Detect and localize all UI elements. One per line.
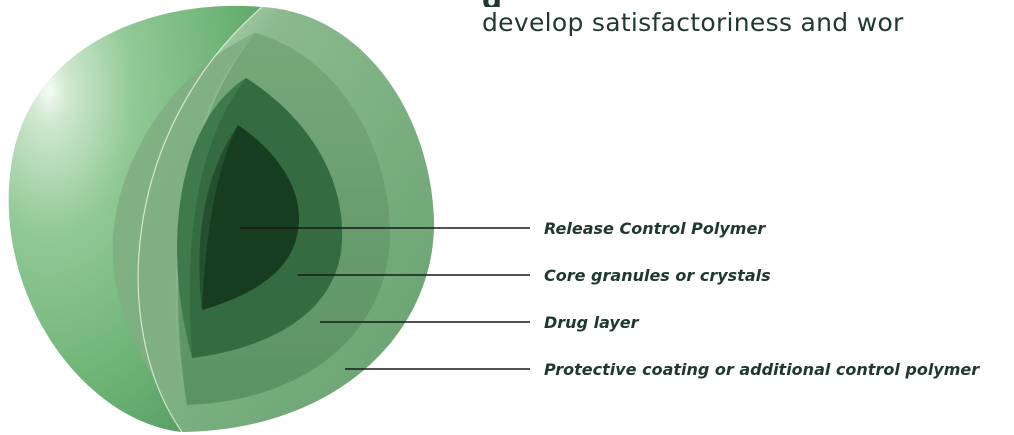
diagram-subheading: develop satisfactoriness and wor (482, 8, 904, 37)
label-protective-coating: Protective coating or additional control… (544, 360, 980, 379)
cut-edge-highlight (137, 6, 263, 433)
leader-lines (240, 227, 530, 370)
layer-release-control-polymer (202, 125, 300, 310)
label-core-granules: Core granules or crystals (544, 266, 771, 285)
shell-band-left (112, 33, 255, 405)
diagram-heading: g (482, 0, 1002, 7)
label-drug-layer: Drug layer (544, 313, 640, 332)
inner-band-left (199, 125, 238, 310)
core-band-left (177, 78, 246, 358)
label-release-control-polymer: Release Control Polymer (544, 219, 766, 238)
